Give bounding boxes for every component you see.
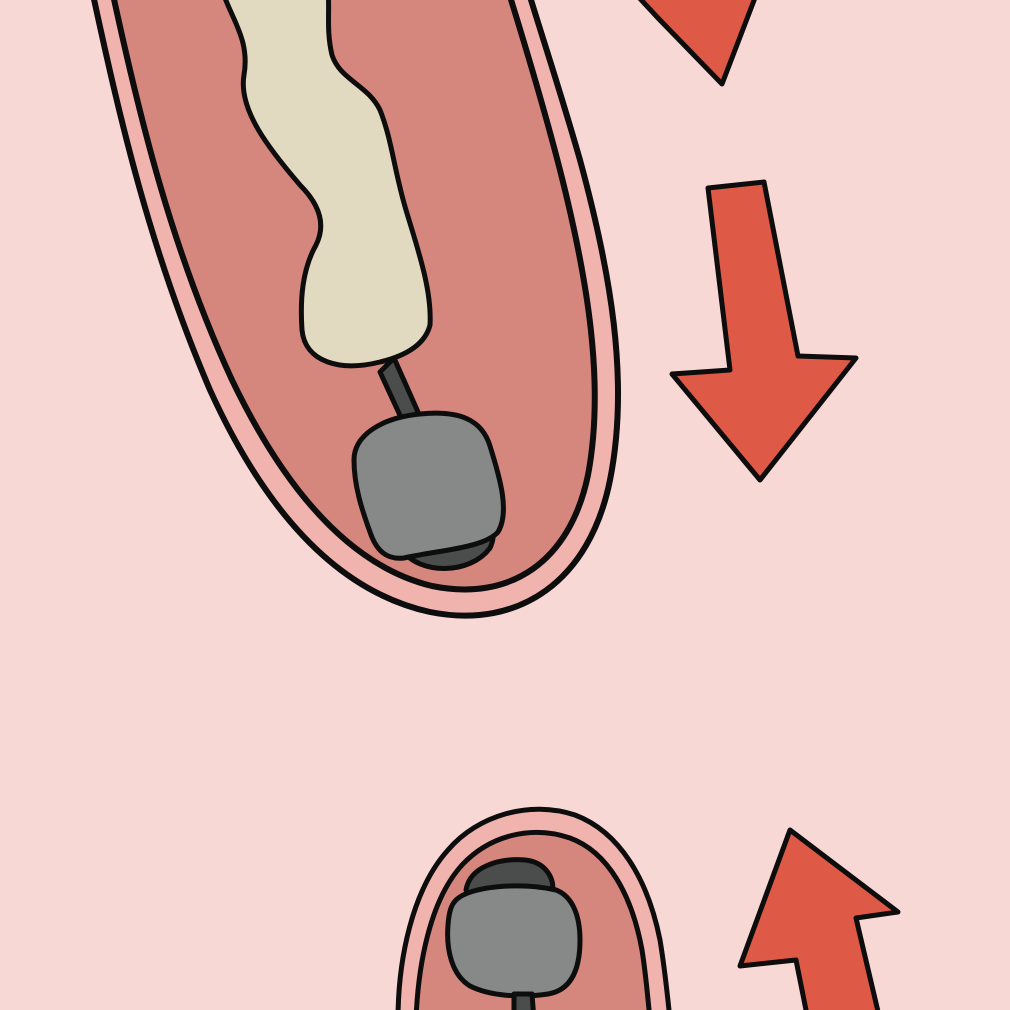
arrow-down-partial-icon <box>637 0 757 87</box>
earplug-upper-body <box>351 410 506 561</box>
earplug-lower-body <box>445 883 583 999</box>
earplug-upper-icon <box>351 410 506 571</box>
arrow-down-icon <box>669 179 859 483</box>
earplug-lower-stem <box>511 991 536 1010</box>
wax-icon <box>223 0 433 369</box>
earplug-lower-icon <box>445 857 583 1010</box>
arrow-up-icon <box>737 827 901 1010</box>
